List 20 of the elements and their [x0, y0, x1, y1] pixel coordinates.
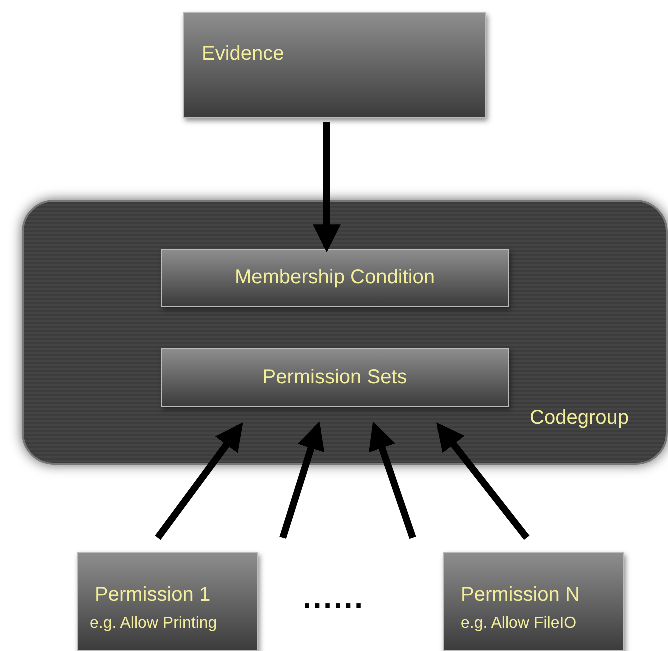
process-box: [183, 12, 486, 118]
process-box: [443, 552, 624, 651]
node-title: Permission N: [461, 584, 580, 607]
node-title: Evidence: [202, 43, 284, 66]
node-title: Membership Condition: [234, 266, 436, 290]
node-title: Permission 1: [95, 584, 211, 607]
node-title: Codegroup: [530, 407, 629, 430]
group-container: [22, 200, 668, 465]
arrow: [369, 422, 416, 540]
ellipsis-label: ......: [303, 582, 366, 616]
arrow: [436, 422, 530, 540]
node-subtitle: e.g. Allow Printing: [90, 615, 218, 633]
arrow: [280, 422, 325, 540]
arrow: [313, 122, 341, 253]
node-title: Permission Sets: [262, 366, 408, 389]
node-subtitle: e.g. Allow FileIO: [461, 615, 577, 633]
process-box: [77, 552, 258, 651]
arrow: [155, 422, 244, 540]
process-box: [161, 249, 509, 307]
process-box: [161, 348, 509, 407]
